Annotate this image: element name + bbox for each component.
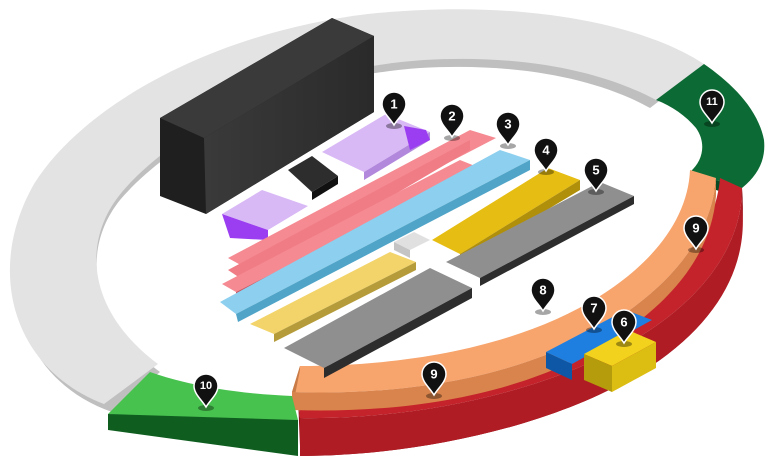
pin-3[interactable]: 3 [495, 111, 521, 149]
pin-5[interactable]: 5 [583, 157, 609, 195]
pin-8[interactable]: 8 [530, 277, 556, 315]
pin-label: 7 [590, 301, 597, 316]
pin-label: 3 [504, 117, 511, 132]
pin-label: 5 [592, 163, 599, 178]
map-pin-icon [530, 277, 556, 313]
mixer-block [394, 232, 430, 258]
pin-label: 4 [542, 143, 550, 158]
pins-layer: 1 2 3 4 5 6 7 8 9 9 10 11 [193, 89, 725, 411]
pin-9b[interactable]: 9 [421, 361, 447, 399]
map-pin-icon [439, 103, 465, 139]
map-pin-icon [381, 91, 407, 127]
zone-6[interactable] [584, 330, 656, 392]
zone-5[interactable] [284, 182, 634, 378]
map-pin-icon [581, 295, 607, 331]
pin-label: 2 [448, 109, 455, 124]
pin-label: 8 [539, 283, 546, 298]
pin-label: 10 [200, 380, 212, 392]
zone-3[interactable] [220, 150, 530, 322]
map-pin-icon [611, 309, 637, 345]
map-pin-icon [699, 89, 725, 125]
map-pin-icon [495, 111, 521, 147]
pin-2[interactable]: 2 [439, 103, 465, 141]
pin-6[interactable]: 6 [611, 309, 637, 347]
pin-10[interactable]: 10 [193, 373, 219, 411]
map-pin-icon [193, 373, 219, 409]
zone-1[interactable] [222, 114, 430, 240]
pin-label: 6 [620, 315, 627, 330]
pin-11[interactable]: 11 [699, 89, 725, 127]
pin-label: 9 [692, 221, 699, 236]
pin-4[interactable]: 4 [533, 137, 559, 175]
stage-block [160, 18, 374, 214]
pin-label: 1 [390, 97, 397, 112]
pin-label: 11 [706, 96, 718, 108]
map-pin-icon [421, 361, 447, 397]
pin-7[interactable]: 7 [581, 295, 607, 333]
pin-label: 9 [430, 367, 437, 382]
pin-9a[interactable]: 9 [683, 215, 709, 253]
map-pin-icon [533, 137, 559, 173]
map-pin-icon [583, 157, 609, 193]
pin-1[interactable]: 1 [381, 91, 407, 129]
map-pin-icon [683, 215, 709, 251]
